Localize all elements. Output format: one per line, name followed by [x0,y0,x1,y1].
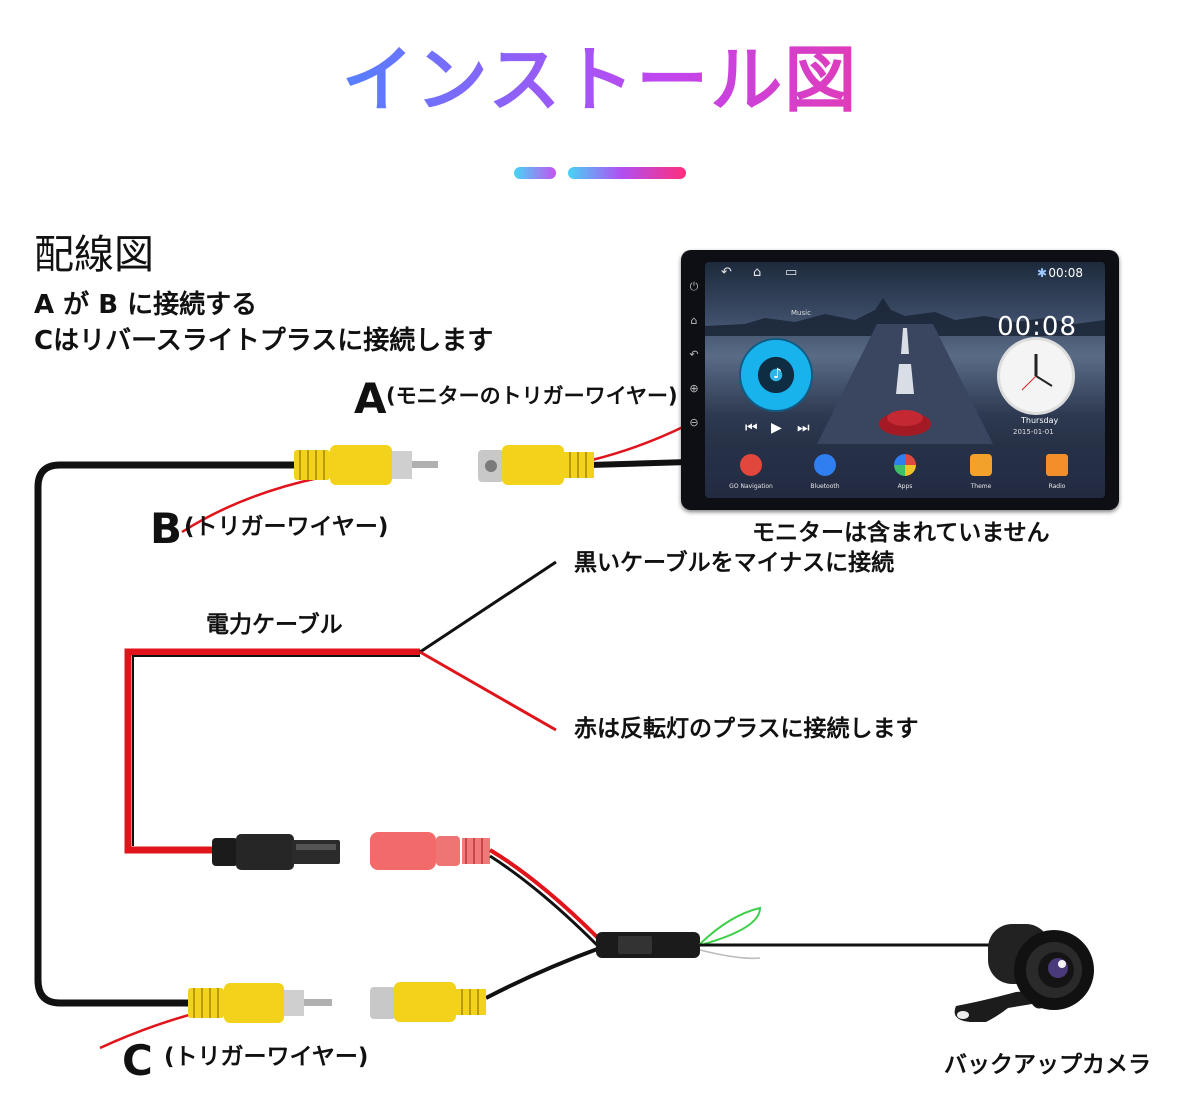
monitor-screen: ↶ ⌂ ▭ ✱ 00:08 Music ♪ ⏮ ▶ ⏭ 00:08 [705,262,1105,498]
dock-item-radio: Radio [1027,454,1087,490]
split-black [419,560,557,654]
dock-item-label: Apps [897,483,913,490]
camera-video-wire [485,946,601,1000]
weekday-text: Thursday [1021,416,1059,425]
map-pin-icon [740,454,762,476]
camera-label: バックアップカメラ [944,1052,1151,1078]
dc-power-plug [212,834,340,870]
power-cable-label: 電力ケーブル [206,612,343,638]
play-icon: ▶ [771,420,782,436]
dock-item-label: GO Navigation [729,483,773,490]
apps-icon [894,454,916,476]
rca-connector-b [294,445,438,485]
next-track-icon: ⏭ [797,420,810,436]
white-wire [699,949,761,960]
power-cable-red [124,648,420,854]
power-cable-black-border [132,655,420,846]
dock-item-theme: Theme [951,454,1011,490]
camera-power-red-wire [488,848,602,942]
brush-icon [970,454,992,476]
bluetooth-status-icon: ✱ [1036,266,1047,280]
rca-connector-c [188,983,332,1023]
music-label: Music [791,309,811,317]
camera-power-black-wire [489,854,600,948]
dock-item-label: Bluetooth [810,483,840,490]
status-bar: ↶ ⌂ ▭ ✱ 00:08 [705,262,1105,284]
analog-clock-icon [1000,340,1072,412]
black-wire-monitor [589,459,689,468]
rca-connector-camera [370,982,486,1022]
junction-box [596,932,700,958]
home-icon: ⌂ [753,265,762,280]
dock-item-label: Radio [1048,483,1066,490]
black-wire-loop [34,461,295,1007]
city-skyline [705,298,1105,336]
backup-camera-icon [954,924,1094,1022]
label-b-desc: (トリガーワイヤー) [184,514,389,540]
section-title: 配線図 [34,232,154,278]
red-cable-note: 赤は反転灯のプラスに接続します [574,716,919,742]
black-cable-note: 黒いケーブルをマイナスに接続 [574,550,895,576]
label-a-letter: A [354,374,387,423]
previous-track-icon: ⏮ [745,420,758,436]
label-b-letter: B [150,504,183,553]
instruction-line-1: A が B に接続する [34,290,258,320]
label-c-letter: C [122,1036,153,1085]
label-a-desc: (モニターのトリガーワイヤー) [386,384,678,408]
dock-item-navigation: GO Navigation [721,454,781,490]
red-trigger-wire-b [181,476,319,534]
road-graphic [817,324,993,444]
instruction-line-2: Cはリバースライトプラスに接続します [34,326,494,356]
radio-icon [1046,454,1068,476]
red-trigger-wire-a [591,424,686,462]
split-red [419,650,557,732]
app-dock: GO Navigation Bluetooth Apps Theme Radio [705,450,1105,498]
page-title: インストール図 [0,44,1200,116]
monitor-side-buttons: ⏻⌂↶⊕⊖ [689,280,699,429]
title-underline-short [514,167,556,179]
dock-item-bluetooth: Bluetooth [795,454,855,490]
rca-connector-a [478,445,594,485]
status-time: 00:08 [1048,266,1083,280]
bluetooth-icon [814,454,836,476]
dock-item-label: Theme [970,483,992,490]
monitor-not-included-note: モニターは含まれていません [752,520,1050,546]
title-underline-long [568,167,686,179]
car-stereo-monitor: ⏻⌂↶⊕⊖ ↶ ⌂ ▭ ✱ 00:08 Music ♪ ⏮ ▶ ⏭ 00:08 [681,250,1119,510]
music-disc-icon [741,340,811,410]
green-loop-wire [699,906,762,945]
red-rca-connector [370,832,490,870]
label-c-desc: (トリガーワイヤー) [164,1044,369,1070]
recent-apps-icon: ▭ [785,265,798,280]
dock-item-apps: Apps [875,454,935,490]
music-note-icon: ♪ [773,366,782,382]
digital-clock: 00:08 [997,312,1077,342]
back-icon: ↶ [721,265,732,280]
date-text: 2015-01-01 [1013,428,1054,436]
